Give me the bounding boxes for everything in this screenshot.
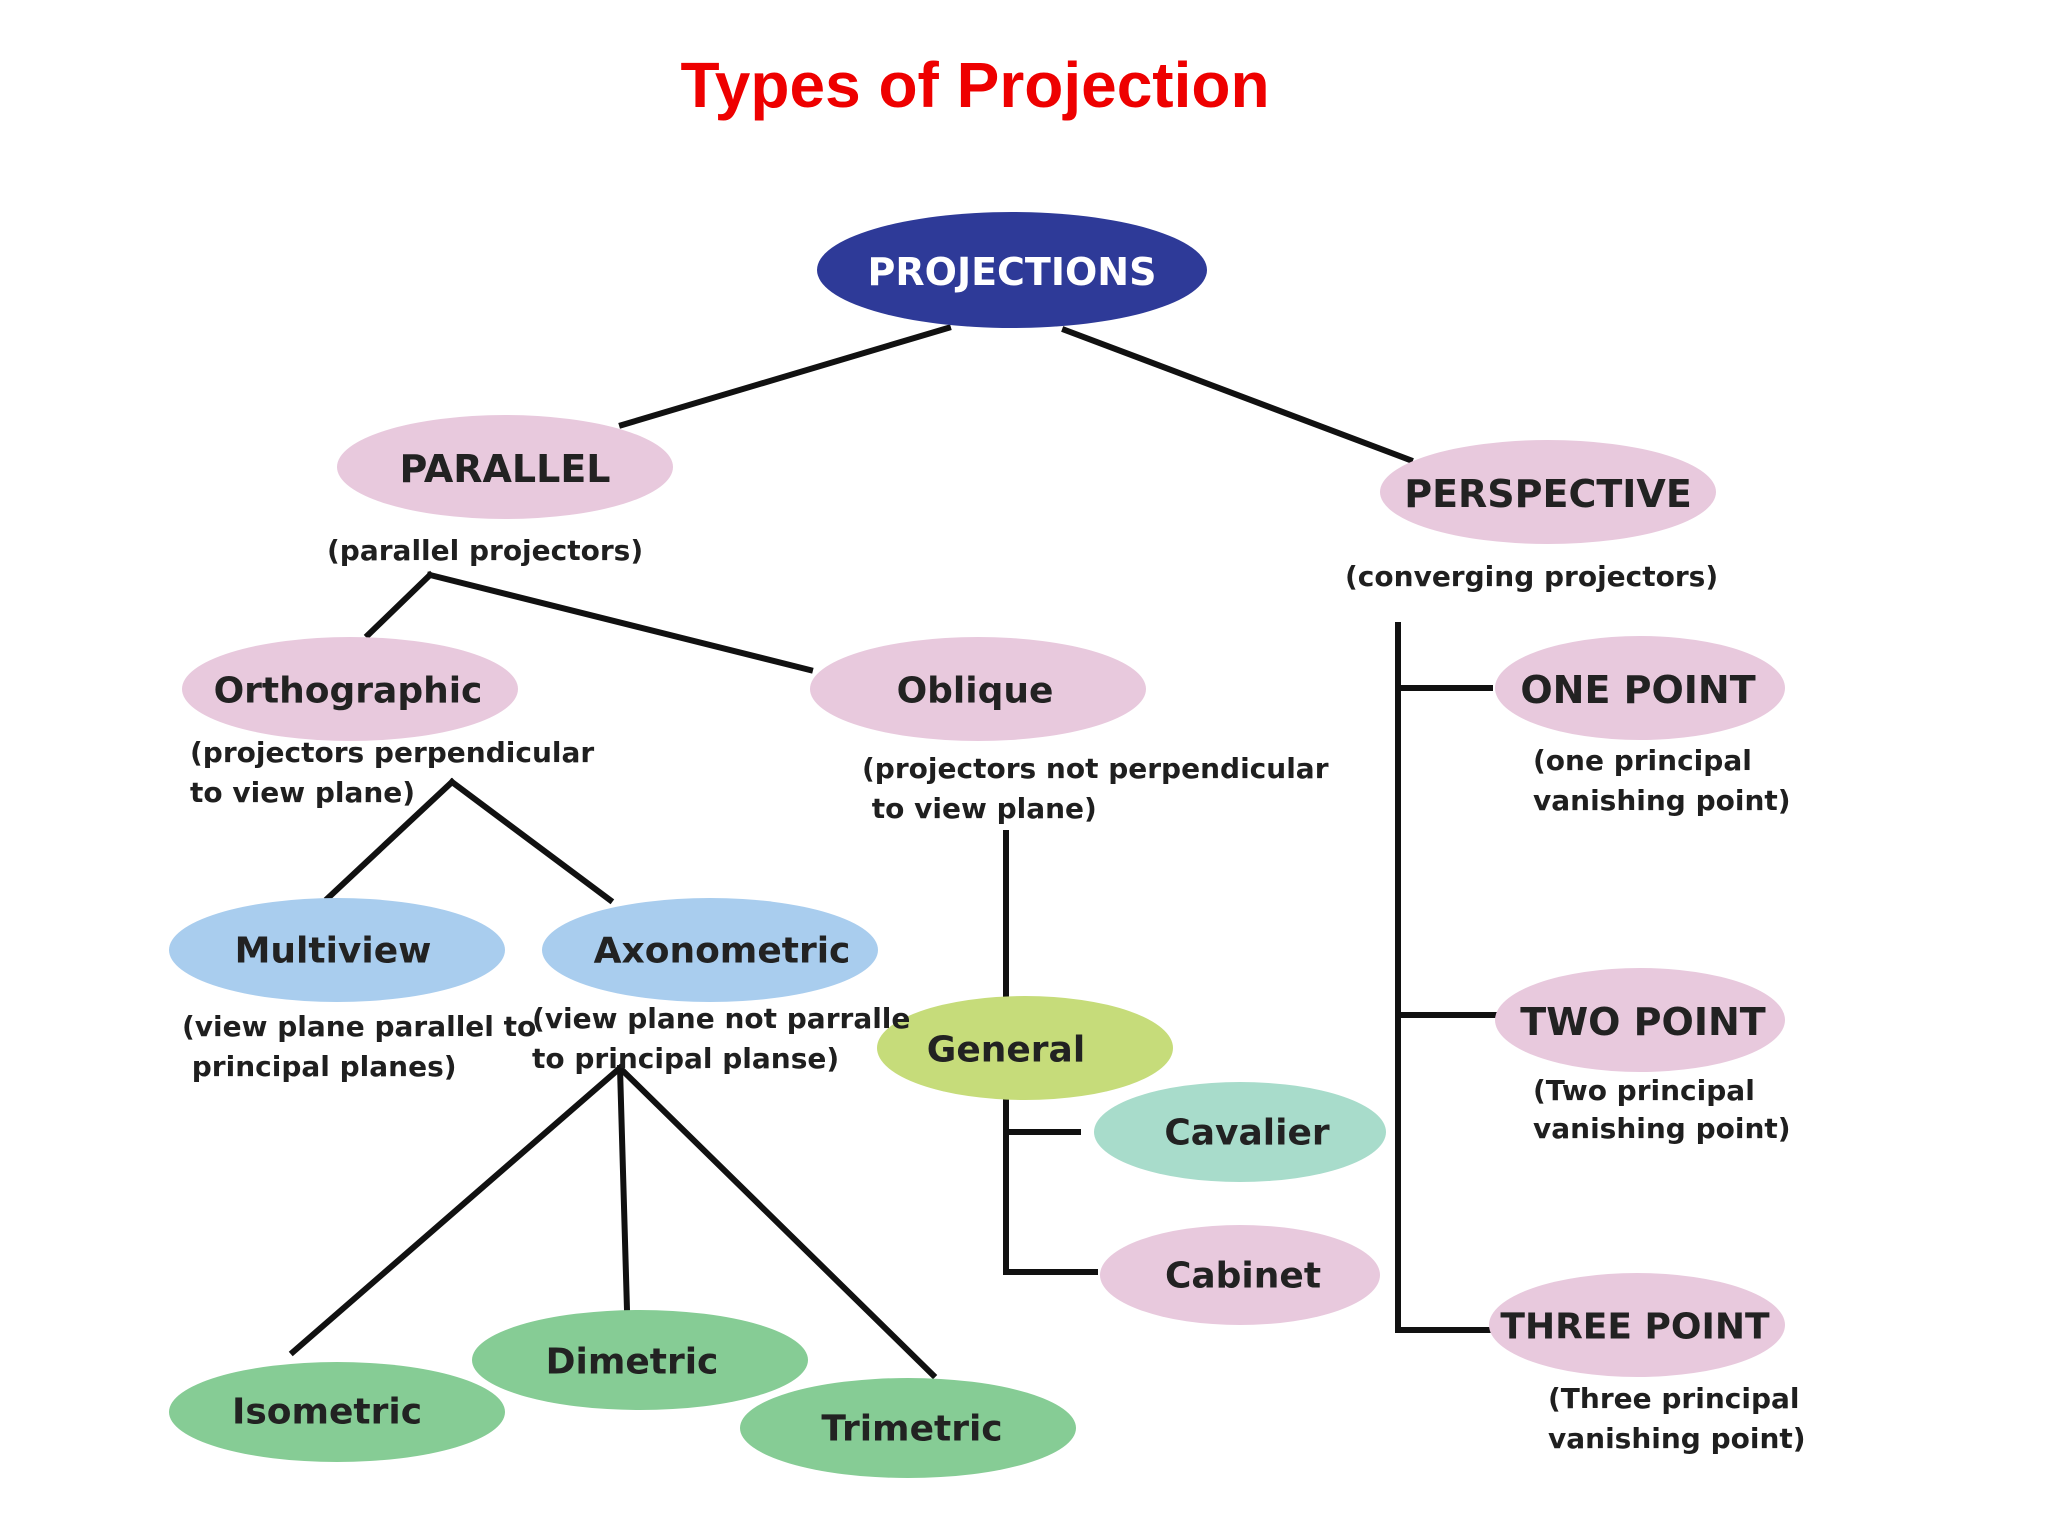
node-axonometric-shape (542, 898, 878, 1002)
node-isometric: Isometric (169, 1362, 505, 1462)
node-cabinet-shape (1100, 1225, 1380, 1325)
node-cabinet: Cabinet (1100, 1225, 1380, 1325)
node-one-point: ONE POINT (1495, 636, 1785, 740)
note-perspective-line-1: (converging projectors) (1345, 560, 1718, 593)
node-trimetric: Trimetric (740, 1378, 1076, 1478)
node-dimetric-label: Dimetric (546, 1342, 719, 1383)
note-orthographic-line-1: (projectors perpendicular (190, 736, 594, 769)
note-one-point-line-1: (one principal (1533, 744, 1752, 777)
node-parallel: PARALLEL (337, 415, 673, 519)
edge-projections-parallel (618, 324, 952, 429)
note-axonometric-line-2: to principal planse) (532, 1042, 839, 1075)
connectors (288, 324, 1528, 1380)
node-cavalier-label: Cavalier (1164, 1113, 1330, 1154)
node-perspective-label: PERSPECTIVE (1404, 472, 1692, 516)
edge-axonometric-trimetric (615, 1063, 938, 1380)
node-two-point: TWO POINT (1495, 968, 1785, 1072)
edge-general-cabinet (1003, 1129, 1098, 1275)
note-orthographic: (projectors perpendicular to view plane) (190, 736, 604, 809)
node-general-shape (877, 996, 1173, 1100)
node-multiview-label: Multiview (235, 931, 432, 972)
node-trimetric-shape (740, 1378, 1076, 1478)
edge-axonometric-dimetric (616, 1064, 631, 1314)
note-multiview: (view plane parallel to principal planes… (182, 1010, 546, 1083)
note-parallel: (parallel projectors) (327, 534, 643, 567)
edge-orthographic-axonometric (447, 777, 615, 905)
node-orthographic: Orthographic (182, 637, 518, 741)
note-two-point-line-2: vanishing point) (1533, 1112, 1791, 1145)
note-three-point-line-1: (Three principal (1548, 1382, 1799, 1415)
note-three-point-line-2: vanishing point) (1548, 1422, 1806, 1455)
note-one-point-line-2: vanishing point) (1533, 784, 1791, 817)
note-orthographic-line-2: to view plane) (190, 776, 415, 809)
edge-general-cavalier (1003, 1097, 1081, 1135)
node-cabinet-label: Cabinet (1165, 1256, 1321, 1297)
edge-projections-perspective (1061, 326, 1414, 464)
note-axonometric: (view plane not parralle to principal pl… (532, 1002, 920, 1075)
note-oblique: (projectors not perpendicular to view pl… (862, 752, 1338, 825)
node-one-point-label: ONE POINT (1520, 668, 1755, 712)
node-perspective-shape (1380, 440, 1716, 544)
node-projections-label: PROJECTIONS (868, 250, 1157, 294)
edge-parallel-orthographic (363, 570, 435, 640)
node-projections: PROJECTIONS (817, 212, 1207, 328)
edge-parallel-oblique (426, 571, 814, 674)
page-title: Types of Projection (680, 49, 1270, 121)
node-dimetric: Dimetric (472, 1310, 808, 1410)
node-three-point-shape (1489, 1273, 1785, 1377)
note-multiview-line-1: (view plane parallel to (182, 1010, 536, 1043)
note-one-point: (one principal vanishing point) (1533, 744, 1791, 817)
note-perspective: (converging projectors) (1345, 560, 1718, 593)
edge-orthographic-multiview (323, 777, 457, 903)
note-multiview-line-2: principal planes) (182, 1050, 457, 1083)
node-two-point-label: TWO POINT (1520, 1000, 1765, 1044)
note-two-point: (Two principal vanishing point) (1533, 1074, 1791, 1145)
note-axonometric-line-1: (view plane not parralle (532, 1002, 910, 1035)
note-oblique-line-1: (projectors not perpendicular (862, 752, 1329, 785)
node-general-label: General (927, 1030, 1085, 1071)
note-parallel-line-1: (parallel projectors) (327, 534, 643, 567)
node-multiview: Multiview (169, 898, 505, 1002)
node-three-point-label: THREE POINT (1500, 1307, 1770, 1348)
node-dimetric-shape (472, 1310, 808, 1410)
node-perspective: PERSPECTIVE (1380, 440, 1716, 544)
node-parallel-shape (337, 415, 673, 519)
node-isometric-label: Isometric (232, 1392, 422, 1433)
node-axonometric: Axonometric (542, 898, 878, 1002)
node-projections-shape (817, 212, 1207, 328)
node-multiview-shape (169, 898, 505, 1002)
edge-axonometric-isometric (288, 1063, 625, 1357)
node-one-point-shape (1495, 636, 1785, 740)
node-axonometric-label: Axonometric (594, 931, 851, 972)
node-parallel-label: PARALLEL (399, 447, 610, 491)
node-trimetric-label: Trimetric (821, 1409, 1002, 1450)
node-oblique-shape (810, 637, 1146, 741)
note-two-point-line-1: (Two principal (1533, 1074, 1755, 1107)
node-oblique: Oblique (810, 637, 1146, 741)
node-cavalier: Cavalier (1094, 1082, 1386, 1182)
node-orthographic-shape (182, 637, 518, 741)
node-three-point: THREE POINT (1489, 1273, 1785, 1377)
node-general: General (877, 996, 1173, 1100)
node-orthographic-label: Orthographic (214, 671, 483, 712)
node-isometric-shape (169, 1362, 505, 1462)
node-cavalier-shape (1094, 1082, 1386, 1182)
node-two-point-shape (1495, 968, 1785, 1072)
note-oblique-line-2: to view plane) (862, 792, 1097, 825)
node-oblique-label: Oblique (897, 671, 1054, 712)
note-three-point: (Three principal vanishing point) (1548, 1382, 1809, 1455)
